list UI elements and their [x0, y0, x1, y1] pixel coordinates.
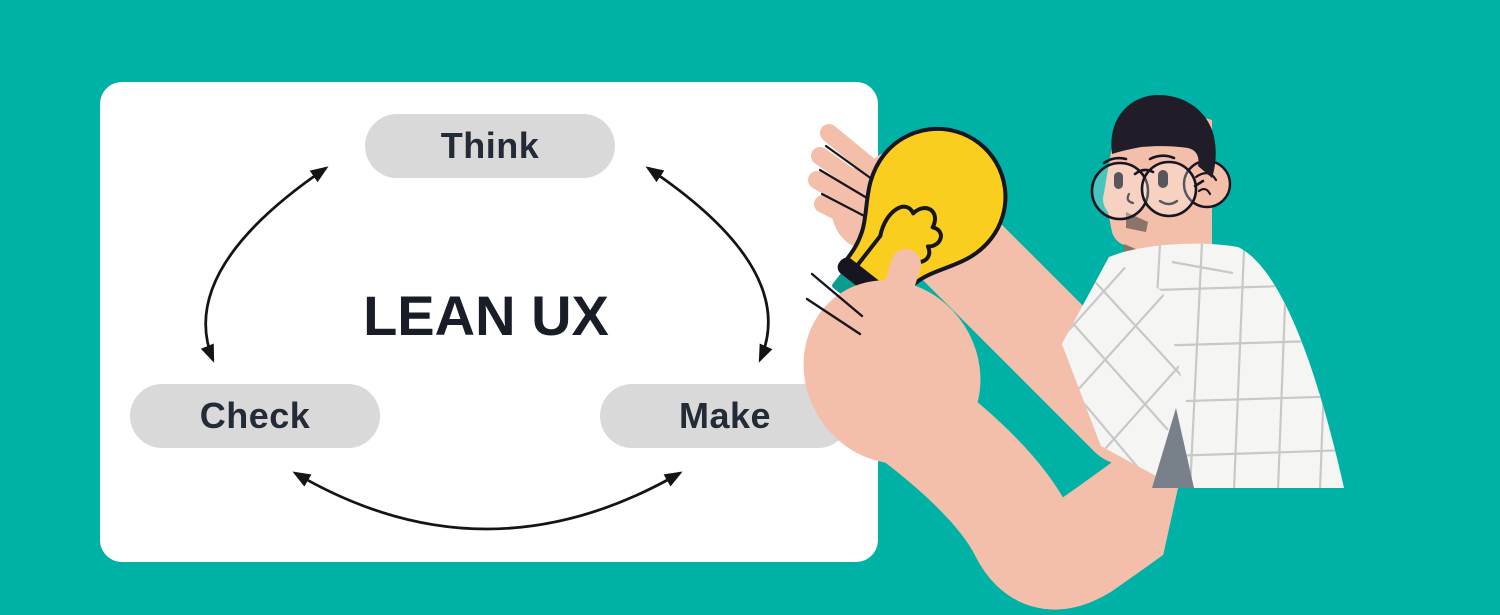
node-think: Think: [365, 114, 615, 178]
cycle-arrows: [200, 166, 773, 531]
cycle-arrow-check-think: [200, 166, 329, 363]
lean-ux-card: Think Check Make LEAN UX: [100, 82, 878, 562]
bulb-filament: [854, 204, 943, 292]
near-arm: [825, 339, 1178, 610]
person-figure: [803, 94, 1344, 610]
hair: [1111, 94, 1216, 178]
knuckle-lines: [805, 272, 864, 336]
page-title: LEAN UX: [363, 284, 609, 347]
armpit-shadow: [1152, 408, 1194, 488]
node-check: Check: [130, 384, 380, 448]
sleeve: [1062, 257, 1186, 488]
cycle-arrow-think-make: [645, 166, 773, 363]
near-arm-and-hand: [803, 249, 1178, 610]
node-think-label: Think: [440, 125, 540, 166]
cycle-arrow-check-make: [292, 471, 683, 531]
mouth: [1158, 199, 1179, 206]
glasses-icon: [1090, 160, 1205, 221]
right-eye: [1158, 170, 1168, 188]
thumb: [873, 249, 921, 337]
node-check-label: Check: [199, 395, 311, 436]
node-make-label: Make: [678, 395, 772, 436]
shirt: [1062, 243, 1344, 488]
node-make: Make: [600, 384, 850, 448]
left-eye: [1114, 172, 1123, 189]
nose: [1126, 192, 1135, 205]
collar-seam: [1171, 260, 1234, 275]
eyebrows: [1102, 154, 1176, 165]
